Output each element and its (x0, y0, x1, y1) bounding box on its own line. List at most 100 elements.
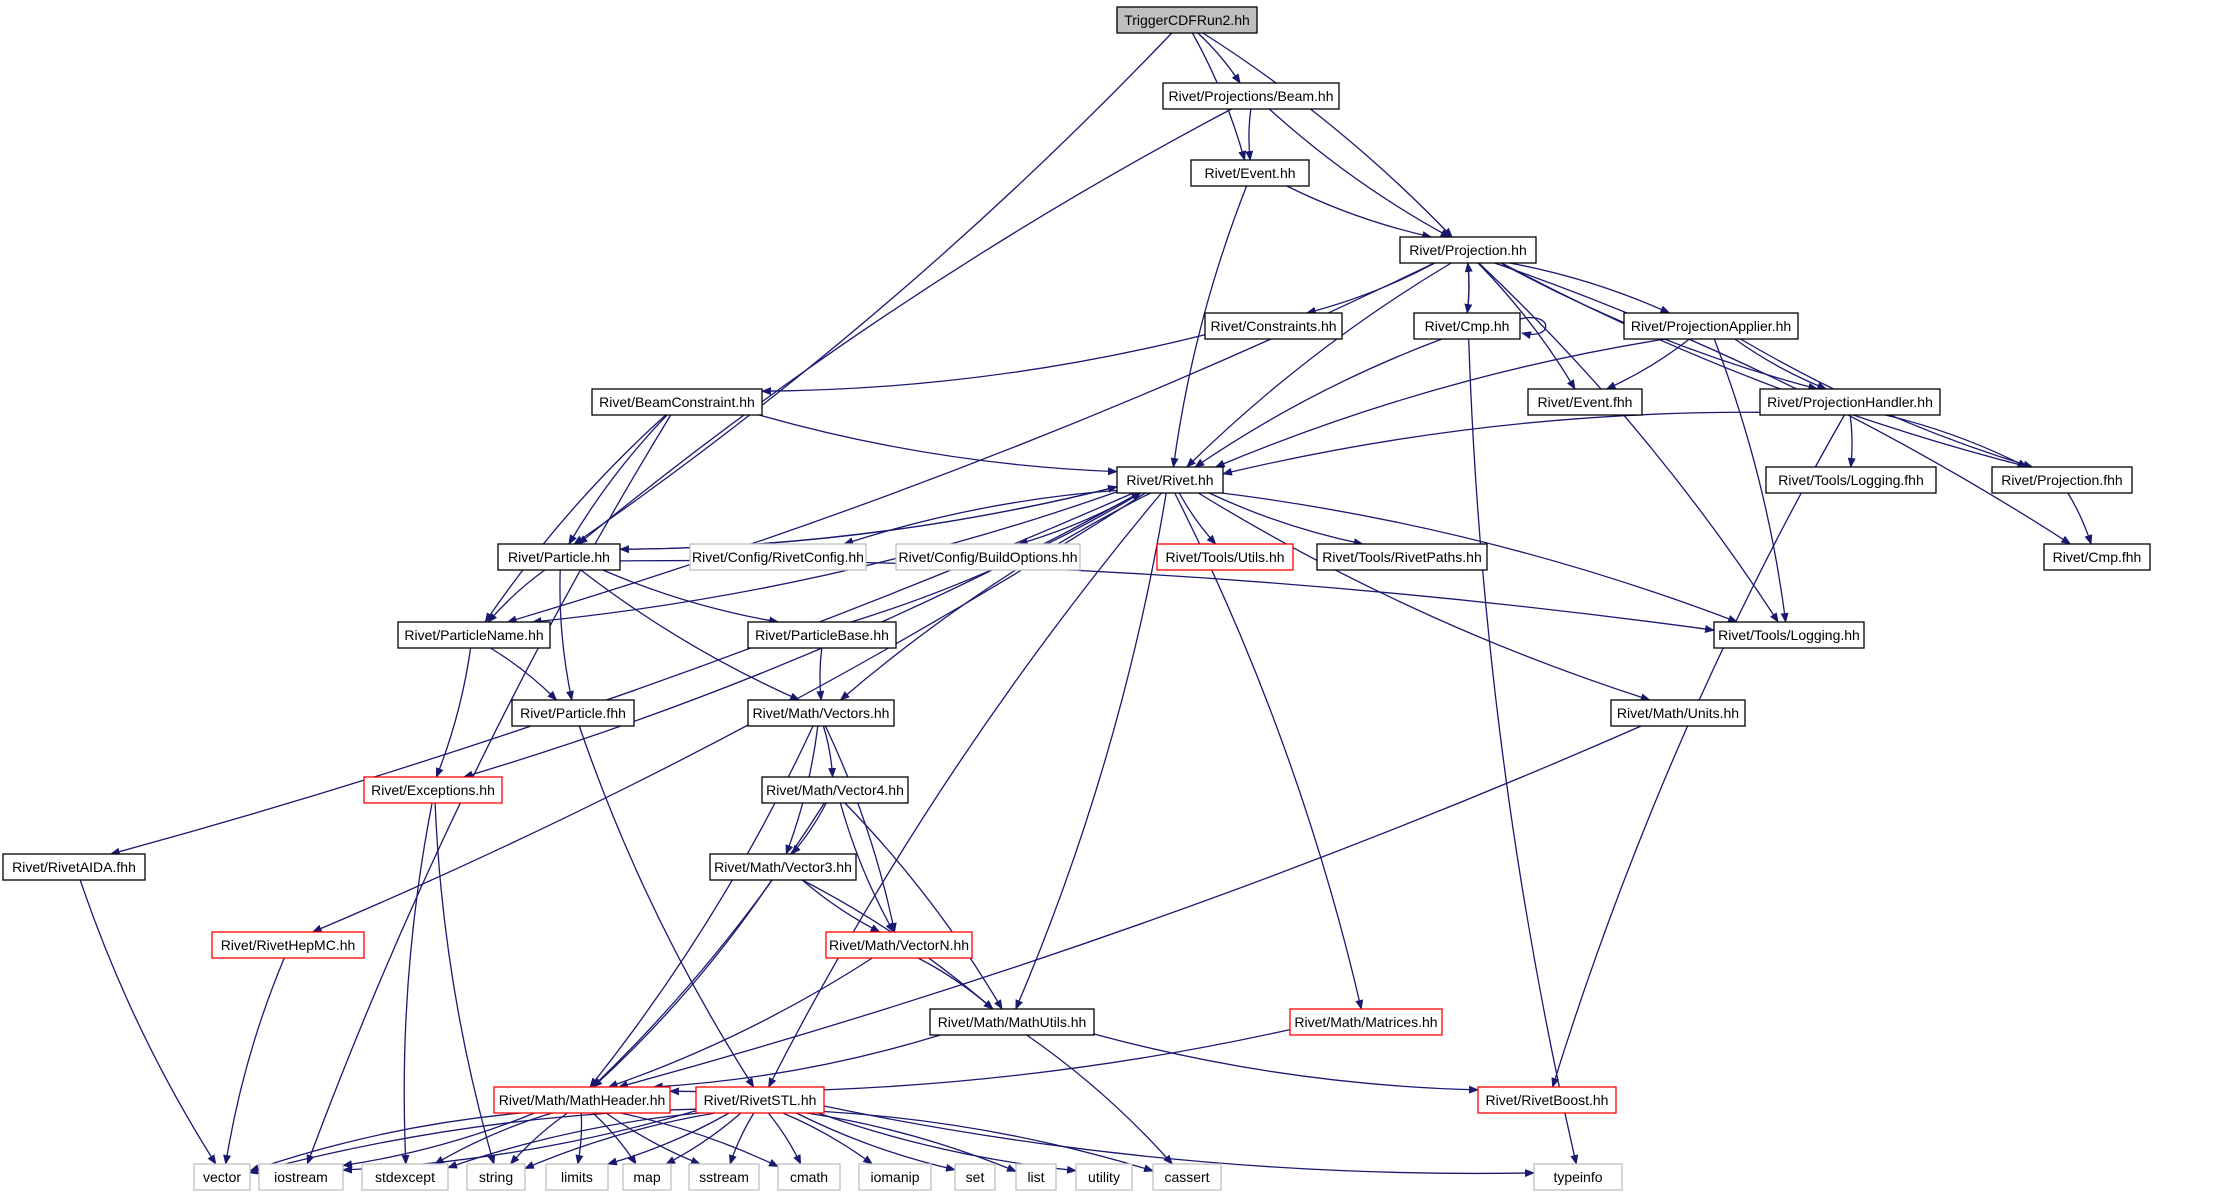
edge-projection-to-logging (1478, 262, 1779, 623)
node-projapplier[interactable]: Rivet/ProjectionApplier.hh (1623, 312, 1799, 340)
node-vector[interactable]: vector (193, 1163, 251, 1191)
node-label: typeinfo (1553, 1169, 1602, 1185)
edge-rivetstl-to-string (524, 1112, 716, 1170)
node-string[interactable]: string (466, 1163, 526, 1191)
node-list[interactable]: list (1015, 1163, 1057, 1191)
node-box (1116, 6, 1258, 34)
node-event[interactable]: Rivet/Event.hh (1190, 159, 1310, 187)
node-box (1713, 621, 1865, 649)
node-rivetpaths[interactable]: Rivet/Tools/RivetPaths.hh (1316, 543, 1488, 571)
node-sstream[interactable]: sstream (688, 1163, 760, 1191)
node-box (1759, 388, 1941, 416)
node-loggingfhh[interactable]: Rivet/Tools/Logging.fhh (1765, 466, 1937, 494)
node-vectorn[interactable]: Rivet/Math/VectorN.hh (825, 931, 973, 959)
node-cassert[interactable]: cassert (1152, 1163, 1222, 1191)
node-map[interactable]: map (622, 1163, 672, 1191)
node-box (1204, 312, 1343, 340)
node-constraints[interactable]: Rivet/Constraints.hh (1204, 312, 1343, 340)
node-hepmc[interactable]: Rivet/RivetHepMC.hh (211, 931, 365, 959)
node-particlefhh[interactable]: Rivet/Particle.fhh (511, 699, 635, 727)
node-label: Rivet/RivetBoost.hh (1486, 1092, 1609, 1108)
node-label: Rivet/Math/Vectors.hh (753, 705, 890, 721)
node-box (361, 1163, 449, 1191)
node-units[interactable]: Rivet/Math/Units.hh (1610, 699, 1746, 727)
node-vector4[interactable]: Rivet/Math/Vector4.hh (761, 776, 909, 804)
node-rivet[interactable]: Rivet/Rivet.hh (1116, 466, 1224, 494)
edge-rivet-to-rivetpaths (1208, 492, 1364, 547)
node-label: Rivet/RivetAIDA.fhh (12, 859, 136, 875)
node-exceptions[interactable]: Rivet/Exceptions.hh (363, 776, 503, 804)
node-rivetstl[interactable]: Rivet/RivetSTL.hh (695, 1086, 825, 1114)
node-label: Rivet/Cmp.hh (1425, 318, 1510, 334)
edge-rivet-to-rivetconfig (843, 489, 1118, 546)
edge-mathheader-to-map (592, 1112, 637, 1165)
edge-particle-to-particlebase (602, 569, 780, 625)
node-beam[interactable]: Rivet/Projections/Beam.hh (1162, 82, 1340, 110)
node-logging[interactable]: Rivet/Tools/Logging.hh (1713, 621, 1865, 649)
edge-mathheader-to-stdexcept (434, 1112, 553, 1165)
node-limits[interactable]: limits (545, 1163, 609, 1191)
node-label: Rivet/ProjectionHandler.hh (1767, 394, 1933, 410)
node-particle[interactable]: Rivet/Particle.hh (497, 543, 621, 571)
node-eventfhh[interactable]: Rivet/Event.fhh (1527, 388, 1643, 416)
node-typeinfo[interactable]: typeinfo (1533, 1163, 1623, 1191)
node-rivetboost[interactable]: Rivet/RivetBoost.hh (1477, 1086, 1617, 1114)
node-cmp[interactable]: Rivet/Cmp.hh (1413, 312, 1521, 340)
edge-exceptions-to-stdexcept (401, 802, 433, 1165)
node-label: Rivet/Particle.fhh (520, 705, 626, 721)
node-box (777, 1163, 841, 1191)
node-label: Rivet/Math/Vector4.hh (766, 782, 904, 798)
node-particlebase[interactable]: Rivet/ParticleBase.hh (747, 621, 897, 649)
node-aidafhh[interactable]: Rivet/RivetAIDA.fhh (2, 853, 146, 881)
node-utils[interactable]: Rivet/Tools/Utils.hh (1156, 543, 1294, 571)
edge-projhandler-to-rivet (1222, 411, 1761, 476)
node-label: Rivet/Config/RivetConfig.hh (692, 549, 864, 565)
edge-mathutils-to-cassert (1026, 1034, 1173, 1165)
node-stdexcept[interactable]: stdexcept (361, 1163, 449, 1191)
edge-rivet-to-units (1197, 492, 1651, 702)
node-rivetconfig[interactable]: Rivet/Config/RivetConfig.hh (689, 543, 867, 571)
node-cmath[interactable]: cmath (777, 1163, 841, 1191)
node-box (761, 776, 909, 804)
edge-rivetstl-to-list (806, 1112, 1017, 1173)
node-buildoptions[interactable]: Rivet/Config/BuildOptions.hh (895, 543, 1081, 571)
node-projhandler[interactable]: Rivet/ProjectionHandler.hh (1759, 388, 1941, 416)
node-beamconstraint[interactable]: Rivet/BeamConstraint.hh (591, 388, 763, 416)
node-particlename[interactable]: Rivet/ParticleName.hh (397, 621, 551, 649)
node-label: Rivet/Tools/Utils.hh (1165, 549, 1284, 565)
edge-vectorn-to-mathheader (607, 957, 873, 1088)
edge-beam-to-projection (1268, 108, 1451, 238)
node-projfhh[interactable]: Rivet/Projection.fhh (1991, 466, 2133, 494)
node-mathutils[interactable]: Rivet/Math/MathUtils.hh (929, 1008, 1095, 1036)
node-label: vector (203, 1169, 241, 1185)
edge-cmp-to-projection (1464, 262, 1473, 314)
node-label: sstream (699, 1169, 749, 1185)
edge-particlename-to-particlefhh (490, 647, 558, 701)
node-box (709, 853, 857, 881)
node-projection[interactable]: Rivet/Projection.hh (1399, 236, 1537, 264)
edge-rivetstl-to-cmath (767, 1112, 802, 1165)
node-vector3[interactable]: Rivet/Math/Vector3.hh (709, 853, 857, 881)
edge-rivet-to-utils (1178, 492, 1217, 545)
node-iostream[interactable]: iostream (258, 1163, 344, 1191)
node-box (193, 1163, 251, 1191)
node-mathheader[interactable]: Rivet/Math/MathHeader.hh (493, 1086, 671, 1114)
node-label: Rivet/Tools/Logging.hh (1718, 627, 1860, 643)
node-iomanip[interactable]: iomanip (858, 1163, 932, 1191)
node-box (747, 621, 897, 649)
edge-matrices-to-mathheader (669, 1028, 1291, 1096)
node-utility[interactable]: utility (1075, 1163, 1133, 1191)
node-label: iomanip (870, 1169, 919, 1185)
node-set[interactable]: set (954, 1163, 996, 1191)
node-cmpfhh[interactable]: Rivet/Cmp.fhh (2043, 543, 2151, 571)
edge-cmp-to-cmp (1519, 317, 1547, 340)
node-box (497, 543, 621, 571)
node-label: TriggerCDFRun2.hh (1124, 12, 1250, 28)
node-vectors[interactable]: Rivet/Math/Vectors.hh (747, 699, 895, 727)
node-label: Rivet/BeamConstraint.hh (599, 394, 755, 410)
node-root[interactable]: TriggerCDFRun2.hh (1116, 6, 1258, 34)
edge-rivetstl-to-map (665, 1112, 742, 1165)
node-label: Rivet/Event.fhh (1538, 394, 1633, 410)
edge-cmp-to-typeinfo (1468, 338, 1579, 1165)
node-matrices[interactable]: Rivet/Math/Matrices.hh (1289, 1008, 1443, 1036)
